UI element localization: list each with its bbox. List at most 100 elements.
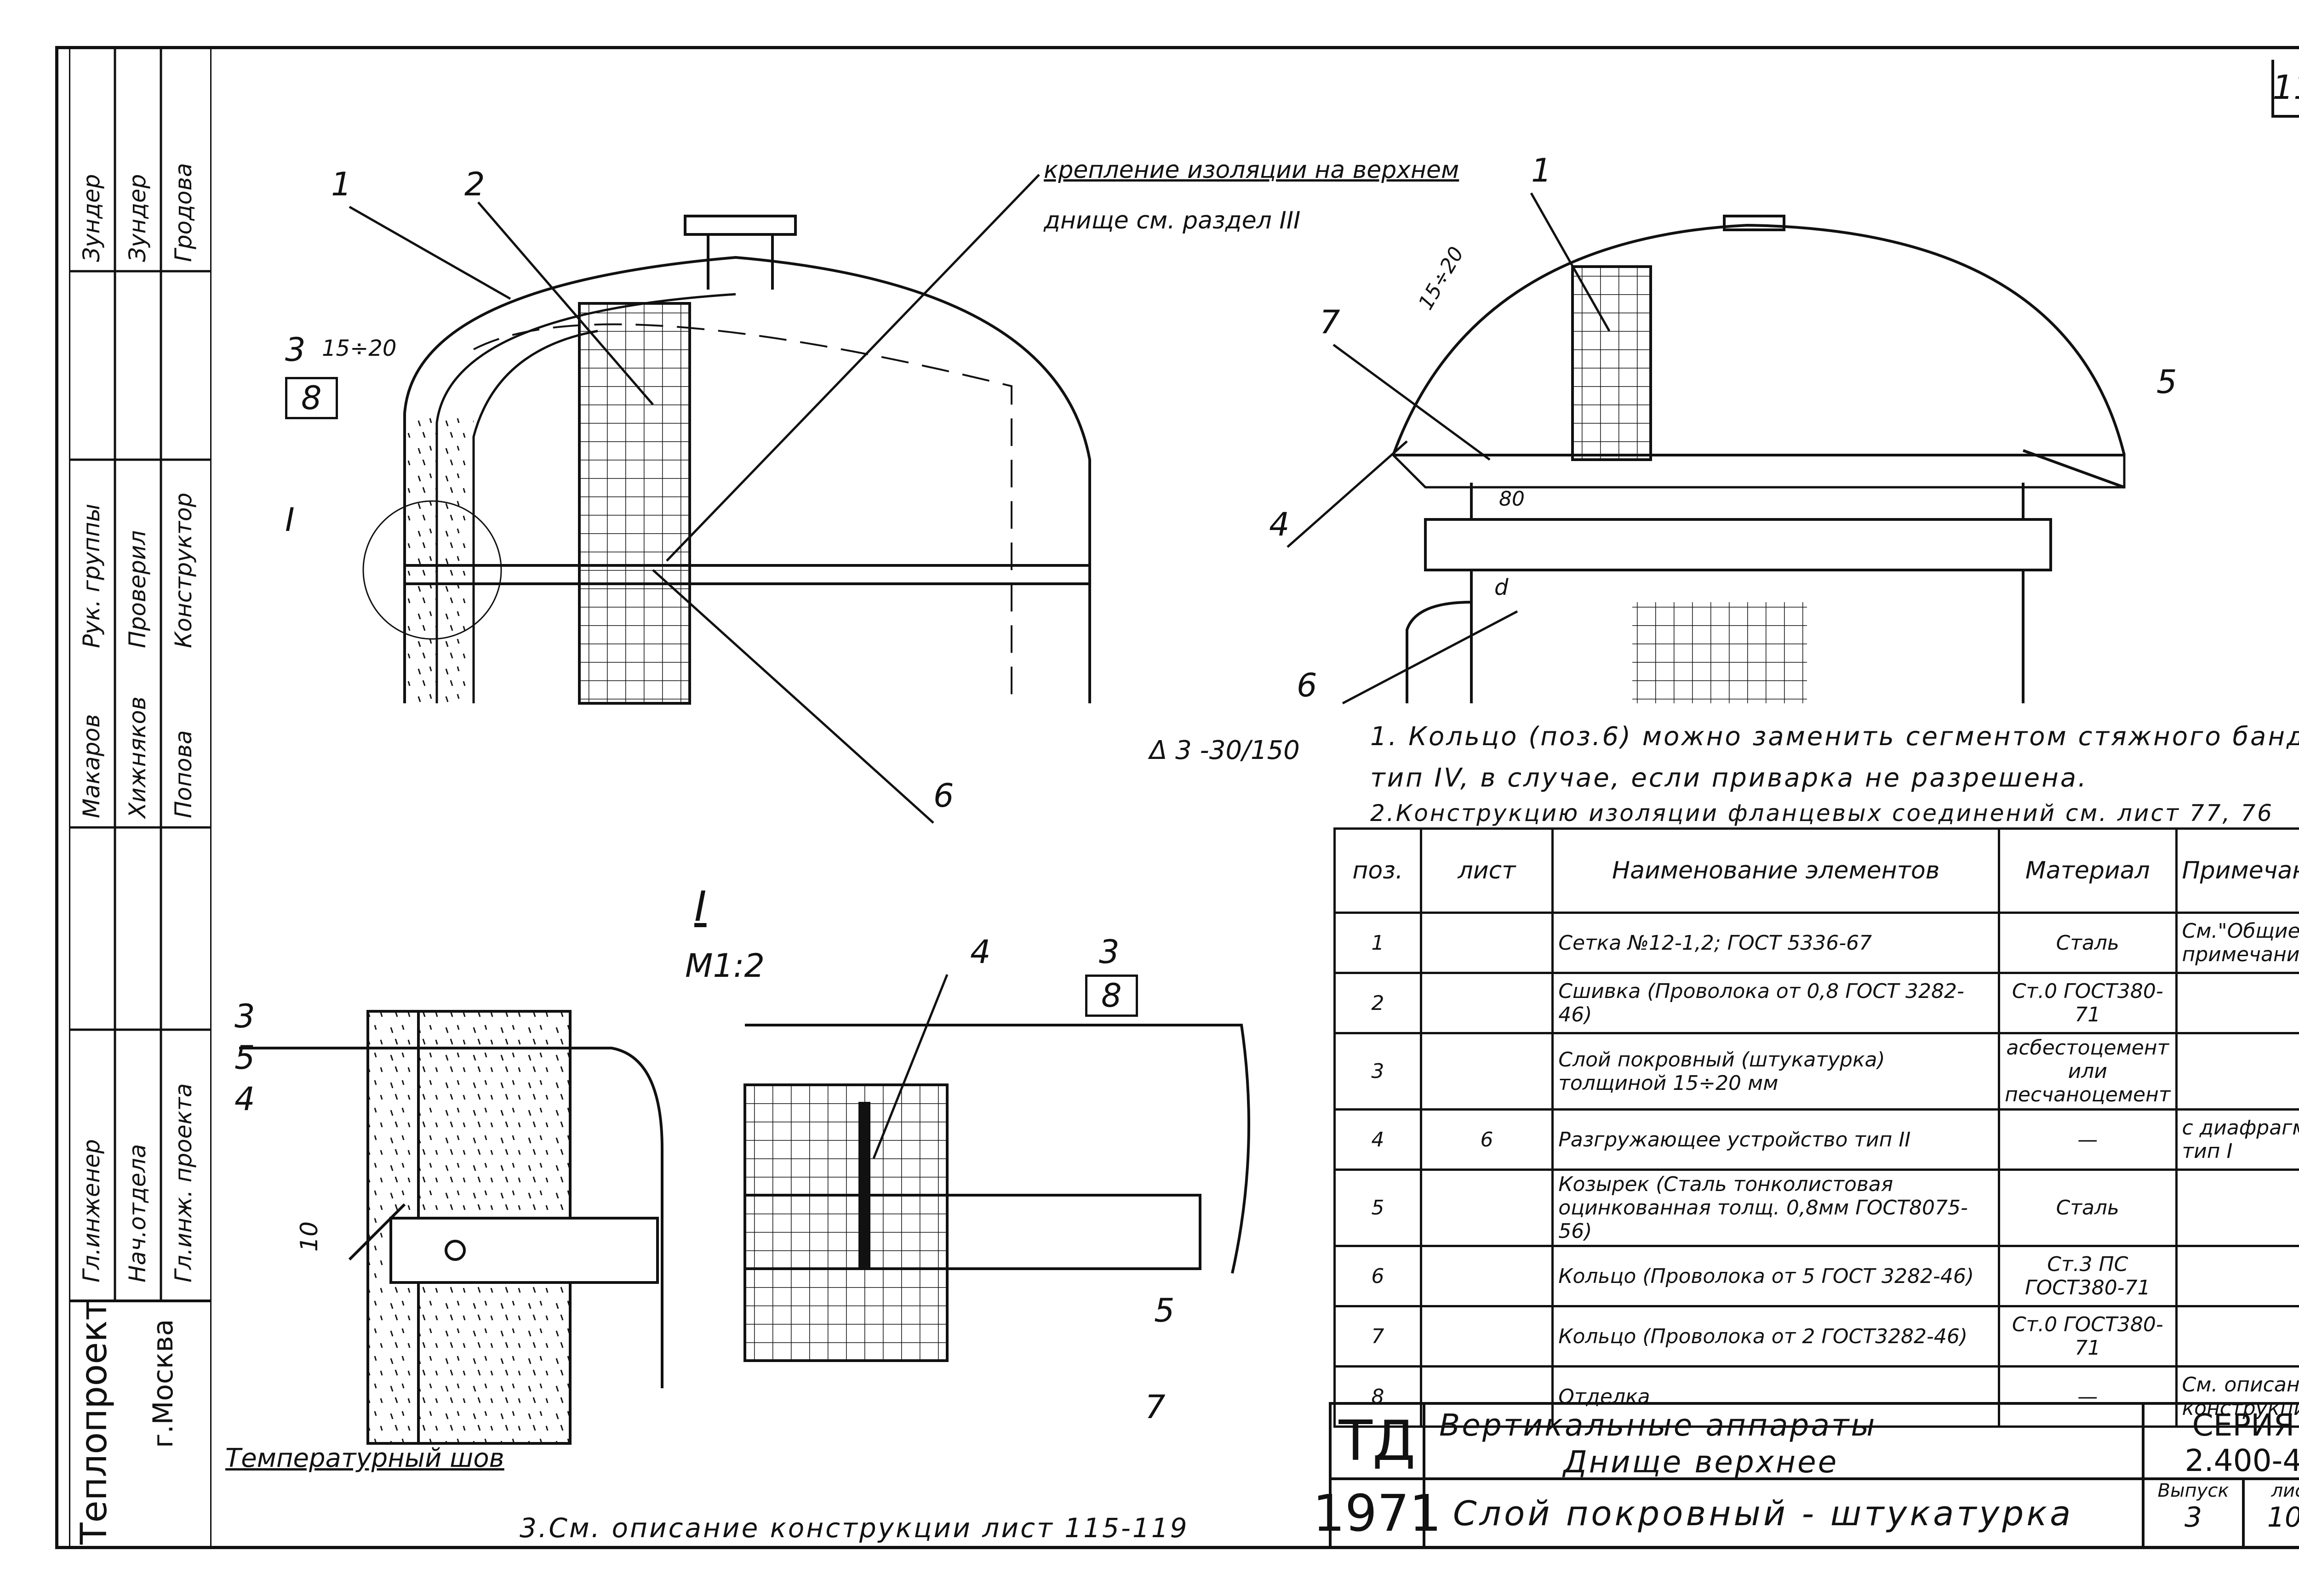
r-callout-1: 1	[1531, 152, 1552, 189]
cell: Ст.0 ГОСТ380-71	[1998, 972, 2178, 1034]
spec-header-note: Примечание	[2175, 827, 2299, 914]
callout-8: 8	[285, 377, 338, 419]
detail-r-callout-5: 5	[1154, 1292, 1175, 1329]
detail-dim-10: 10	[296, 1221, 324, 1252]
cell	[1419, 1305, 1554, 1368]
callout-2: 2	[464, 165, 485, 203]
detail-callout-5: 5	[234, 1039, 255, 1077]
cell	[1419, 1032, 1554, 1111]
stamp-column: Гл.инженер Нач.отдела Гл.инж. проекта Ру…	[69, 46, 212, 1549]
table-row: 7 Кольцо (Проволока от 2 ГОСТ3282-46)Ст.0…	[1333, 1305, 2299, 1368]
table-row: 3 Слой покровный (штукатурка) толщиной 15…	[1333, 1032, 2299, 1111]
detail-bottom-note: 3.См. описание конструкции лист 115-119	[520, 1512, 1189, 1544]
tb-series-label: СЕРИЯ	[2192, 1408, 2295, 1443]
cell: 3	[1333, 1032, 1422, 1111]
cell	[2175, 1245, 2299, 1307]
tb-sheet: лист 107	[2242, 1477, 2299, 1549]
cell	[1419, 1245, 1554, 1307]
detail-r-callout-4: 4	[970, 933, 991, 971]
cell: Кольцо (Проволока от 5 ГОСТ 3282-46)	[1551, 1245, 2001, 1307]
cell: Слой покровный (штукатурка) толщиной 15÷…	[1551, 1032, 2001, 1111]
spec-header-pos: поз.	[1333, 827, 1422, 914]
cell: 1	[1333, 912, 1422, 974]
seam-label: Температурный шов	[225, 1443, 504, 1473]
cell: Кольцо (Проволока от 2 ГОСТ3282-46)	[1551, 1305, 2001, 1368]
detail-title: I	[694, 883, 707, 931]
cell: —	[1998, 1365, 2178, 1428]
cell	[2175, 1032, 2299, 1111]
tb-series: СЕРИЯ 2.400-4	[2142, 1402, 2299, 1480]
detail-callout-3: 3	[234, 998, 255, 1035]
right-vessel	[1390, 215, 2126, 703]
cell: См."Общие примечания"	[2175, 912, 2299, 974]
leader-lines	[349, 174, 1611, 1159]
table-row: 5 Козырек (Сталь тонколистовая оцинкованн…	[1333, 1168, 2299, 1247]
tb-issue-label: Выпуск	[2157, 1480, 2229, 1501]
tb-sheet-label: лист	[2271, 1480, 2299, 1501]
callout-I: I	[285, 501, 295, 539]
r-callout-7: 7	[1320, 303, 1340, 341]
tb-title-top: Вертикальные аппараты Днище верхнее	[1423, 1402, 2145, 1480]
tb-sheet-value: 107	[2267, 1501, 2299, 1533]
detail-r-callout-3: 3	[1099, 933, 1120, 971]
cell	[1419, 1168, 1554, 1247]
spec-header-sheet: лист	[1419, 827, 1554, 914]
spec-header-row: поз. лист Наименование элементов Материа…	[1333, 827, 2299, 914]
detail-scale: M1:2	[685, 947, 765, 985]
cell: Ст.0 ГОСТ380-71	[1998, 1305, 2178, 1368]
tb-issue: Выпуск 3	[2142, 1477, 2245, 1549]
callout-3: 3	[285, 331, 306, 369]
tb-code: ТД	[1329, 1402, 1425, 1480]
cell	[2175, 1168, 2299, 1247]
detail-right	[743, 1024, 1250, 1362]
r-dim-80: 80	[1499, 487, 1525, 511]
cell: См. описание конструкции	[2175, 1365, 2299, 1428]
cell: 6	[1419, 1108, 1554, 1171]
r-dim-d: d	[1494, 575, 1509, 600]
cell: 8	[1333, 1365, 1422, 1428]
spec-table: поз. лист Наименование элементов Материа…	[1333, 827, 2299, 1428]
cell	[1419, 972, 1554, 1034]
callout-6: 6	[933, 777, 954, 815]
r-callout-5: 5	[2156, 363, 2177, 401]
cell: с диафрагмой тип I	[2175, 1108, 2299, 1171]
dim-thickness: 15÷20	[322, 336, 397, 361]
cell: асбестоцемент или песчаноцемент	[1998, 1032, 2178, 1111]
cell: Сталь	[1998, 1168, 2178, 1247]
cell: 5	[1333, 1168, 1422, 1247]
detail-callout-4: 4	[234, 1080, 255, 1118]
note-2: 2.Конструкцию изоляции фланцевых соедине…	[1370, 800, 2274, 826]
r-callout-4: 4	[1269, 506, 1290, 543]
cell: 4	[1333, 1108, 1422, 1171]
cell: Сшивка (Проволока от 0,8 ГОСТ 3282-46)	[1551, 972, 2001, 1034]
note-1b: тип IV, в случае, если приварка не разре…	[1370, 763, 2088, 793]
cell: 7	[1333, 1305, 1422, 1368]
spec-header-name: Наименование элементов	[1551, 827, 2001, 914]
tb-issue-value: 3	[2184, 1501, 2202, 1533]
cell: —	[1998, 1108, 2178, 1171]
detail-r-callout-7: 7	[1145, 1388, 1166, 1426]
callout-1: 1	[331, 165, 352, 203]
tb-title-bottom: Слой покровный - штукатурка	[1423, 1477, 2145, 1549]
cell: Ст.3 ПС ГОСТ380-71	[1998, 1245, 2178, 1307]
r-callout-6: 6	[1297, 667, 1317, 704]
cell: Козырек (Сталь тонколистовая оцинкованна…	[1551, 1168, 2001, 1247]
left-vessel	[362, 215, 1091, 705]
title-block: ТД 1971 Вертикальные аппараты Днище верх…	[1313, 1402, 2299, 1549]
cell	[2175, 1305, 2299, 1368]
cell: 2	[1333, 972, 1422, 1034]
cell: 6	[1333, 1245, 1422, 1307]
note-1: 1. Кольцо (поз.6) можно заменить сегмент…	[1370, 722, 2299, 752]
cell: Разгружающее устройство тип II	[1551, 1108, 2001, 1171]
note-fastening: крепление изоляции на верхнем	[1044, 156, 1459, 184]
cell: Отделка	[1551, 1365, 2001, 1428]
spec-header-material: Материал	[1998, 827, 2178, 914]
cell	[1419, 912, 1554, 974]
tb-series-value: 2.400-4	[2185, 1443, 2299, 1478]
note-fastening-2: днище см. раздел III	[1044, 207, 1301, 234]
table-row: 2 Сшивка (Проволока от 0,8 ГОСТ 3282-46)С…	[1333, 972, 2299, 1034]
tb-year: 1971	[1313, 1477, 1441, 1549]
